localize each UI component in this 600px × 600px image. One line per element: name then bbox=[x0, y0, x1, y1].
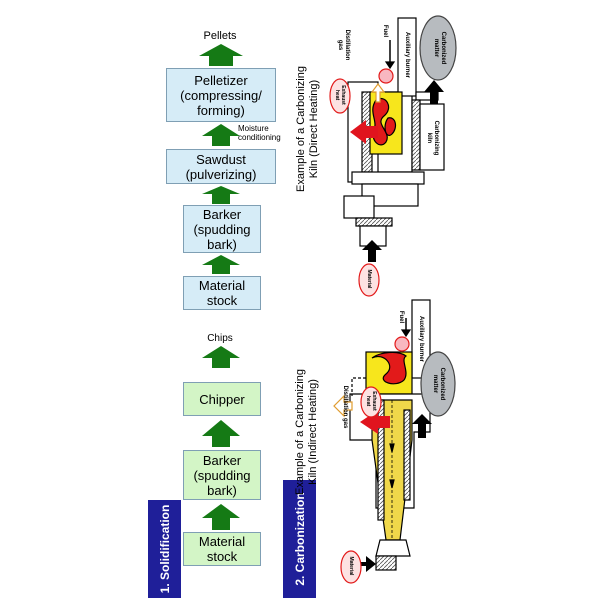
direct-carbonized-oval bbox=[419, 15, 457, 81]
pelletizer-box: Pelletizer (compressing/ forming) bbox=[166, 68, 276, 122]
indirect-material-arrow bbox=[352, 556, 376, 572]
direct-material-arrow bbox=[362, 240, 382, 262]
chips-label: Chips bbox=[207, 333, 233, 344]
indirect-material-oval bbox=[340, 550, 362, 584]
direct-exhaust-arrow bbox=[350, 120, 378, 144]
chipper-box: Chipper bbox=[183, 382, 261, 416]
indirect-distillation-gas-label: Distillation gas bbox=[342, 385, 348, 429]
arrow-up-to-chips bbox=[202, 346, 240, 368]
indirect-material-label: Material bbox=[348, 556, 354, 576]
moisture-conditioning-note: Moisture conditioning bbox=[238, 124, 281, 142]
indirect-auxiliary-burner-label: Auxiliary burner bbox=[418, 315, 424, 362]
section-1-bar: 1. Solidification bbox=[148, 500, 181, 598]
arrow-up-to-barker bbox=[202, 255, 240, 274]
indirect-fuel-label: Fuel bbox=[398, 310, 404, 324]
indirect-distillation-arrow bbox=[333, 394, 353, 418]
indirect-exhaust-arrow bbox=[360, 410, 390, 434]
arrow-up-to-chips-barker bbox=[202, 504, 240, 530]
indirect-carbonized-oval bbox=[420, 351, 456, 417]
direct-material-oval bbox=[358, 263, 380, 297]
direct-kiln bbox=[329, 15, 457, 297]
direct-fuel-burner bbox=[378, 68, 394, 84]
direct-auxiliary-burner-label: Auxiliary burner bbox=[404, 31, 410, 78]
direct-carbonizing-kiln-label: Carbonizing kiln bbox=[426, 120, 439, 156]
sawdust-box: Sawdust (pulverizing) bbox=[166, 149, 276, 184]
arrow-up-to-chipper bbox=[202, 420, 240, 447]
arrow-up-to-pellets bbox=[199, 44, 243, 66]
direct-carbonized-arrow bbox=[424, 80, 444, 104]
chips-barker-box: Barker (spudding bark) bbox=[183, 450, 261, 500]
indirect-carbonized-matter-label: Carbonized matter bbox=[432, 367, 445, 401]
indirect-kiln bbox=[333, 299, 456, 584]
direct-distillation-gas-label: Distillation gas bbox=[337, 29, 350, 61]
direct-auxiliary-burner bbox=[397, 17, 417, 97]
chips-material-stock-box: Material stock bbox=[183, 532, 261, 566]
arrow-up-to-sawdust bbox=[202, 186, 240, 204]
direct-material-label: Material bbox=[366, 269, 372, 289]
section-2-bar: 2. Carbonization bbox=[283, 480, 316, 598]
direct-exhaust-oval bbox=[329, 78, 351, 114]
arrow-up-to-pelletizer bbox=[202, 124, 240, 146]
pellets-label: Pellets bbox=[203, 30, 237, 42]
direct-distillation-arrow bbox=[370, 83, 386, 103]
indirect-fuel-burner bbox=[394, 336, 410, 352]
indirect-exhaust-oval bbox=[360, 386, 382, 418]
direct-fuel-label: Fuel bbox=[382, 24, 388, 38]
direct-exhaust-heat-label: Exhaust heat bbox=[334, 85, 346, 105]
pellets-barker-box: Barker (spudding bark) bbox=[183, 205, 261, 253]
indirect-exhaust-heat-label: Exhaust heat bbox=[365, 391, 377, 411]
direct-carbonized-matter-label: Carbonized matter bbox=[433, 31, 446, 65]
pellets-material-stock-box: Material stock bbox=[183, 276, 261, 310]
indirect-carbonized-arrow bbox=[412, 414, 432, 438]
direct-carbonizing-kiln bbox=[419, 103, 445, 171]
